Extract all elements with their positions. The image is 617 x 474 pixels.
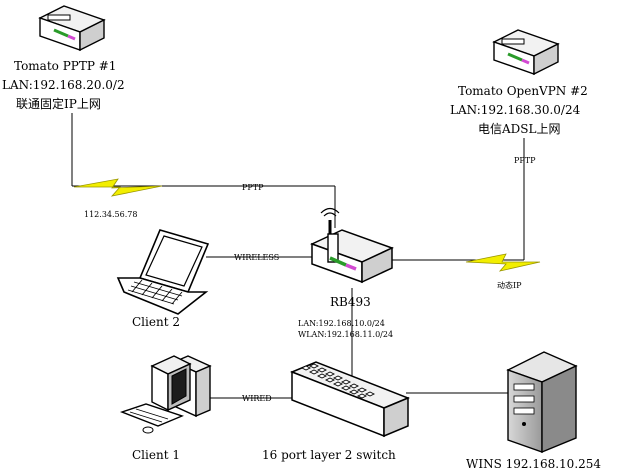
laptop-icon-client2 [116,229,210,315]
router-icon-tomato1 [38,5,106,52]
rb493-lan-label: LAN:192.168.10.0/24 [298,319,385,328]
wireless-label: WIRELESS [234,253,279,262]
connection-lines [71,113,525,399]
lightning-icon-dynamic-ip [465,253,541,272]
rb493-wlan-label: WLAN:192.168.11.0/24 [298,330,393,339]
router-icon-tomato2 [492,29,560,76]
tomato1-name-label: Tomato PPTP #1 [14,59,116,73]
switch-icon [289,361,411,438]
client1-name-label: Client 1 [132,448,180,462]
switch-name-label: 16 port layer 2 switch [262,448,396,462]
dynamic-ip-label: 动态IP [497,280,522,290]
tomato2-isp-label: 电信ADSL上网 [478,122,560,136]
tomato2-name-label: Tomato OpenVPN #2 [458,84,588,98]
tomato2-lan-label: LAN:192.168.30.0/24 [450,103,581,117]
wired-label: WIRED [242,394,272,403]
tomato1-lan-label: LAN:192.168.20.0/2 [2,78,125,92]
tomato1-isp-label: 联通固定IP上网 [16,96,101,111]
server-icon-wins [506,351,578,454]
wins-name-label: WINS 192.168.10.254 [466,457,601,471]
pptp-main-label: PPTP [242,183,264,192]
desktop-pc-icon-client1 [119,355,212,434]
pptp-vertical-label: PPTP [514,156,536,165]
client2-name-label: Client 2 [132,315,180,329]
rb493-name-label: RB493 [330,295,371,309]
wireless-router-icon-rb493 [310,207,394,284]
fixed-ip-label: 112.34.56.78 [84,210,137,219]
lightning-icon-pptp [73,178,163,197]
